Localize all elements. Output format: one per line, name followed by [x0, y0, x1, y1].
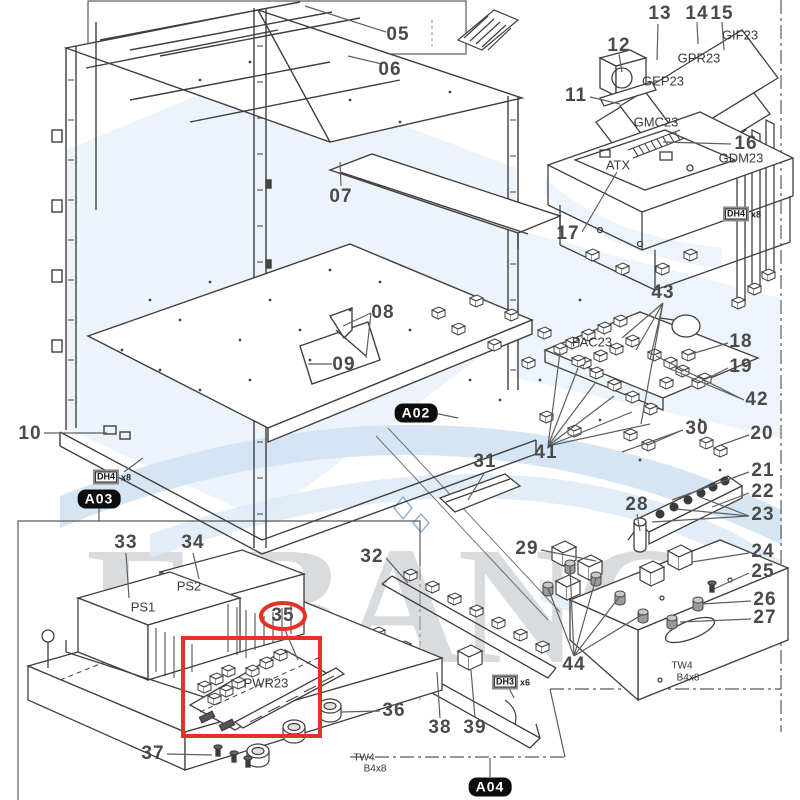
callout-43: 43	[651, 282, 675, 303]
callout-06: 06	[378, 59, 402, 80]
callout-31: 31	[473, 451, 497, 472]
callout-15: 15	[710, 3, 734, 24]
sparkle-diamond-icon	[393, 495, 431, 534]
dh4-box: DH4	[722, 206, 749, 222]
callout-16: 16	[734, 133, 758, 154]
dh3-box: DH3	[491, 674, 518, 690]
badge-a02: A02	[394, 403, 438, 423]
quantity-label: x8	[751, 209, 762, 219]
part-label-pwr23: PWR23	[243, 675, 289, 691]
part-label-pac23: PAC23	[571, 334, 613, 350]
motherboard-assembly	[546, 29, 795, 310]
callout-11: 11	[564, 85, 588, 106]
quantity-label: x6	[520, 677, 531, 687]
part-label-gep23: GEP23	[642, 73, 684, 89]
callout-07: 07	[329, 186, 353, 207]
callout-33: 33	[114, 532, 138, 553]
callout-34: 34	[181, 532, 205, 553]
callout-17: 17	[556, 223, 580, 244]
callout-05: 05	[386, 24, 410, 45]
pwr23-board	[188, 648, 346, 732]
part-label-gmc23: GMC23	[633, 114, 679, 130]
card-gif23	[643, 29, 779, 139]
callout-21: 21	[751, 460, 775, 481]
callout-29: 29	[515, 538, 539, 559]
rail-32	[381, 568, 557, 679]
callout-42: 42	[745, 389, 769, 410]
badge-a03: A03	[77, 489, 121, 509]
callout-28: 28	[625, 494, 649, 515]
part-label-gdm23: GDM23	[718, 150, 764, 166]
callout-38: 38	[428, 717, 452, 738]
part-label-ps2: PS2	[176, 578, 202, 594]
part-label-tw4: TW4	[353, 752, 375, 764]
callout-39: 39	[463, 717, 487, 738]
callout-23: 23	[751, 504, 775, 525]
part-label-atx: ATX	[605, 157, 631, 173]
dh4-box: DH4	[92, 469, 119, 485]
callout-20: 20	[750, 423, 774, 444]
callout-19: 19	[729, 356, 753, 377]
callout-08: 08	[371, 302, 395, 323]
quantity-label: x8	[121, 472, 132, 482]
part-label-ps1: PS1	[130, 599, 156, 615]
callout-44: 44	[562, 654, 586, 675]
callout-18: 18	[729, 331, 753, 352]
callout-09: 09	[332, 354, 356, 375]
part-label-b4x8: B4x8	[676, 672, 700, 684]
callout-26: 26	[753, 589, 777, 610]
callout-35: 35	[271, 605, 295, 626]
badge-a04: A04	[468, 777, 512, 797]
hatched-connector	[456, 9, 520, 51]
leader-lines	[44, 5, 752, 777]
callout-25: 25	[751, 561, 775, 582]
part-label-gpr23: GPR23	[677, 50, 721, 66]
callout-10: 10	[18, 423, 42, 444]
cabinet-frame	[51, 1, 722, 621]
highlight-red-box	[181, 601, 322, 738]
callout-30: 30	[685, 418, 709, 439]
callout-37: 37	[141, 743, 165, 764]
part-label-b4x8: B4x8	[363, 763, 387, 775]
sheet-31	[438, 473, 522, 513]
callout-13: 13	[648, 3, 672, 24]
callout-14: 14	[685, 3, 709, 24]
callout-12: 12	[607, 35, 631, 56]
callout-32: 32	[360, 546, 384, 567]
callout-27: 27	[753, 607, 777, 628]
callout-36: 36	[382, 700, 406, 721]
part-label-tw4: TW4	[671, 660, 693, 672]
callout-24: 24	[751, 541, 775, 562]
callout-22: 22	[751, 481, 775, 502]
part-label-gif23: GIF23	[721, 27, 759, 43]
callout-41: 41	[534, 442, 558, 463]
